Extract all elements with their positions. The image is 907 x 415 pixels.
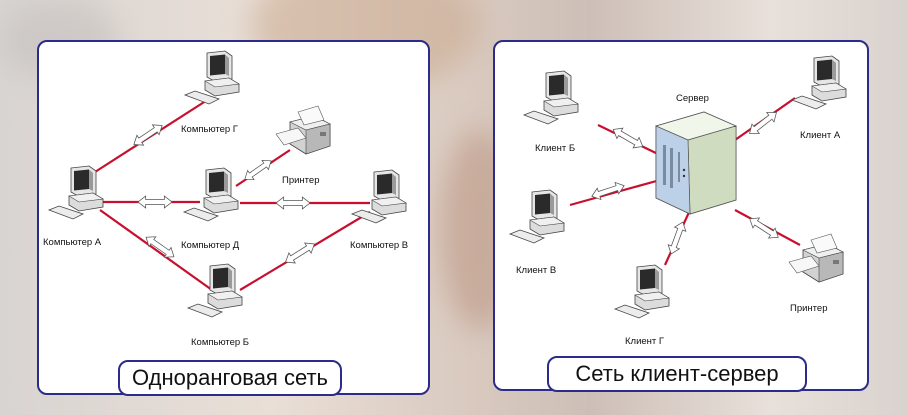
label-computer-g: Компьютер Г (181, 124, 238, 135)
label-computer-a: Компьютер А (43, 237, 102, 248)
client-server-caption: Сеть клиент-сервер (547, 356, 807, 392)
link-arrow (137, 195, 173, 209)
computer-b-icon (187, 263, 243, 318)
client-a-icon (791, 55, 847, 110)
printer-icon (275, 105, 331, 155)
computer-v-icon (351, 169, 407, 224)
client-v-icon (509, 189, 565, 244)
computer-d-icon (183, 167, 239, 222)
peer-network-caption: Одноранговая сеть (118, 360, 342, 396)
computer-a-icon (48, 165, 104, 220)
printer-icon (788, 233, 844, 283)
link-arrow (745, 107, 781, 139)
label-client-b: Клиент Б (535, 143, 575, 154)
client-g-icon (614, 264, 670, 319)
link-arrow (275, 196, 311, 210)
link-arrow (142, 231, 178, 263)
client-b-icon (523, 70, 579, 125)
server-icon (654, 111, 738, 215)
label-printer: Принтер (790, 303, 827, 314)
label-client-v: Клиент В (516, 265, 556, 276)
label-client-g: Клиент Г (625, 336, 664, 347)
label-server: Сервер (676, 93, 709, 104)
label-computer-v: Компьютер В (350, 240, 408, 251)
label-printer: Принтер (282, 175, 319, 186)
link-arrow (282, 238, 318, 268)
label-computer-b: Компьютер Б (191, 337, 249, 348)
computer-g-icon (184, 50, 240, 105)
link-arrow (609, 123, 647, 153)
label-computer-d: Компьютер Д (181, 240, 240, 251)
label-client-a: Клиент А (800, 130, 841, 141)
link-arrow (665, 219, 689, 257)
